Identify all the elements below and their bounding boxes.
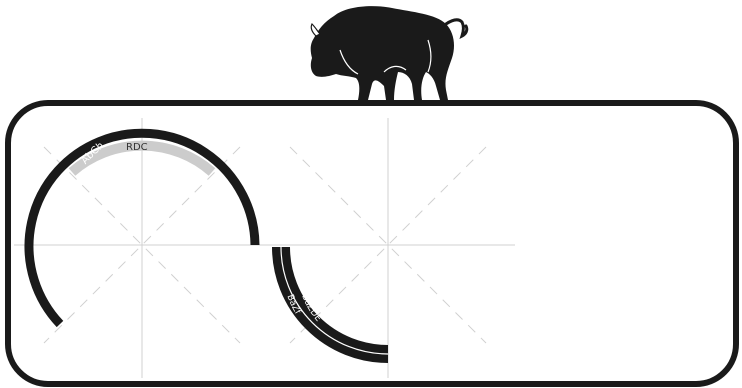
bison-icon	[311, 6, 467, 100]
track-lower	[281, 247, 388, 354]
track-lower-arc	[281, 247, 388, 354]
label-upper-inner: RDC	[126, 142, 148, 153]
